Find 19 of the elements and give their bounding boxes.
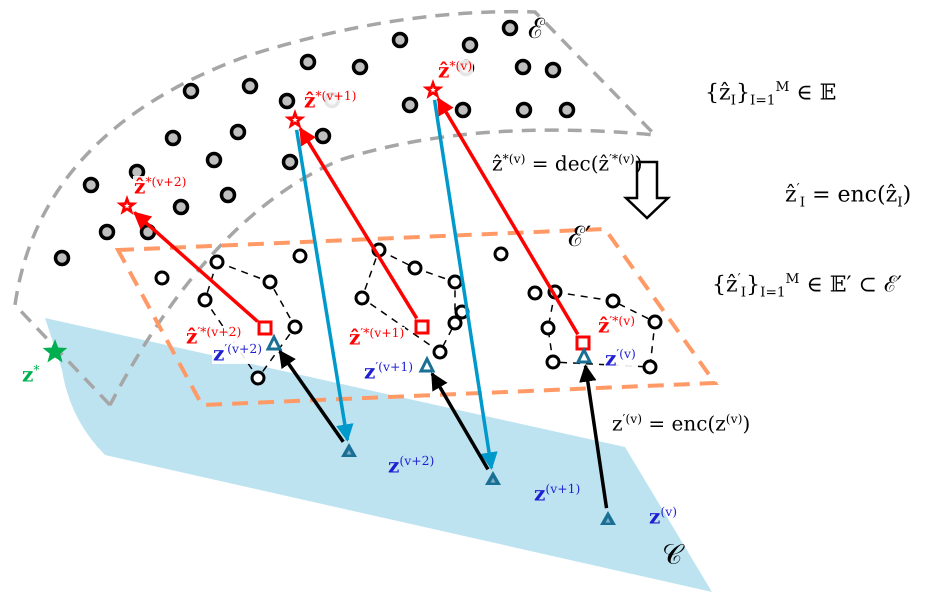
math-label: ℰ	[528, 14, 545, 45]
arrow	[432, 100, 498, 470]
math-label: {ẑ$^{′}$$_{I}$}$_{I=1}$$^{M}$ ∈ 𝔼′ ⊂ ℰ′	[712, 272, 902, 301]
math-label: ẑ$^{′}$$_{I}$ = enc(ẑ$_{I}$)	[785, 182, 912, 211]
point-label: z$^{*}$	[21, 364, 41, 385]
arrow	[294, 130, 354, 442]
arrow	[436, 97, 580, 336]
math-label: ℰ′	[568, 222, 592, 253]
point-label: z$^{′(v)}$	[604, 348, 637, 369]
arrow	[298, 127, 418, 320]
arrow	[579, 364, 608, 508]
point-label: z$^{(v)}$	[648, 506, 678, 527]
math-label: z$^{′(v)}$ = enc(z$^{(v)}$)	[612, 412, 750, 435]
math-label: {ẑ$_{I}$}$_{I=1}$$^{M}$ ∈ 𝔼	[705, 80, 836, 109]
point-label: z$^{(v+2)}$	[387, 455, 436, 476]
arrow	[430, 372, 490, 470]
point-label: z$^{(v+1)}$	[533, 483, 582, 504]
point-label: ẑ$^{*(v+1)}$	[303, 90, 358, 111]
arrow	[278, 350, 345, 443]
